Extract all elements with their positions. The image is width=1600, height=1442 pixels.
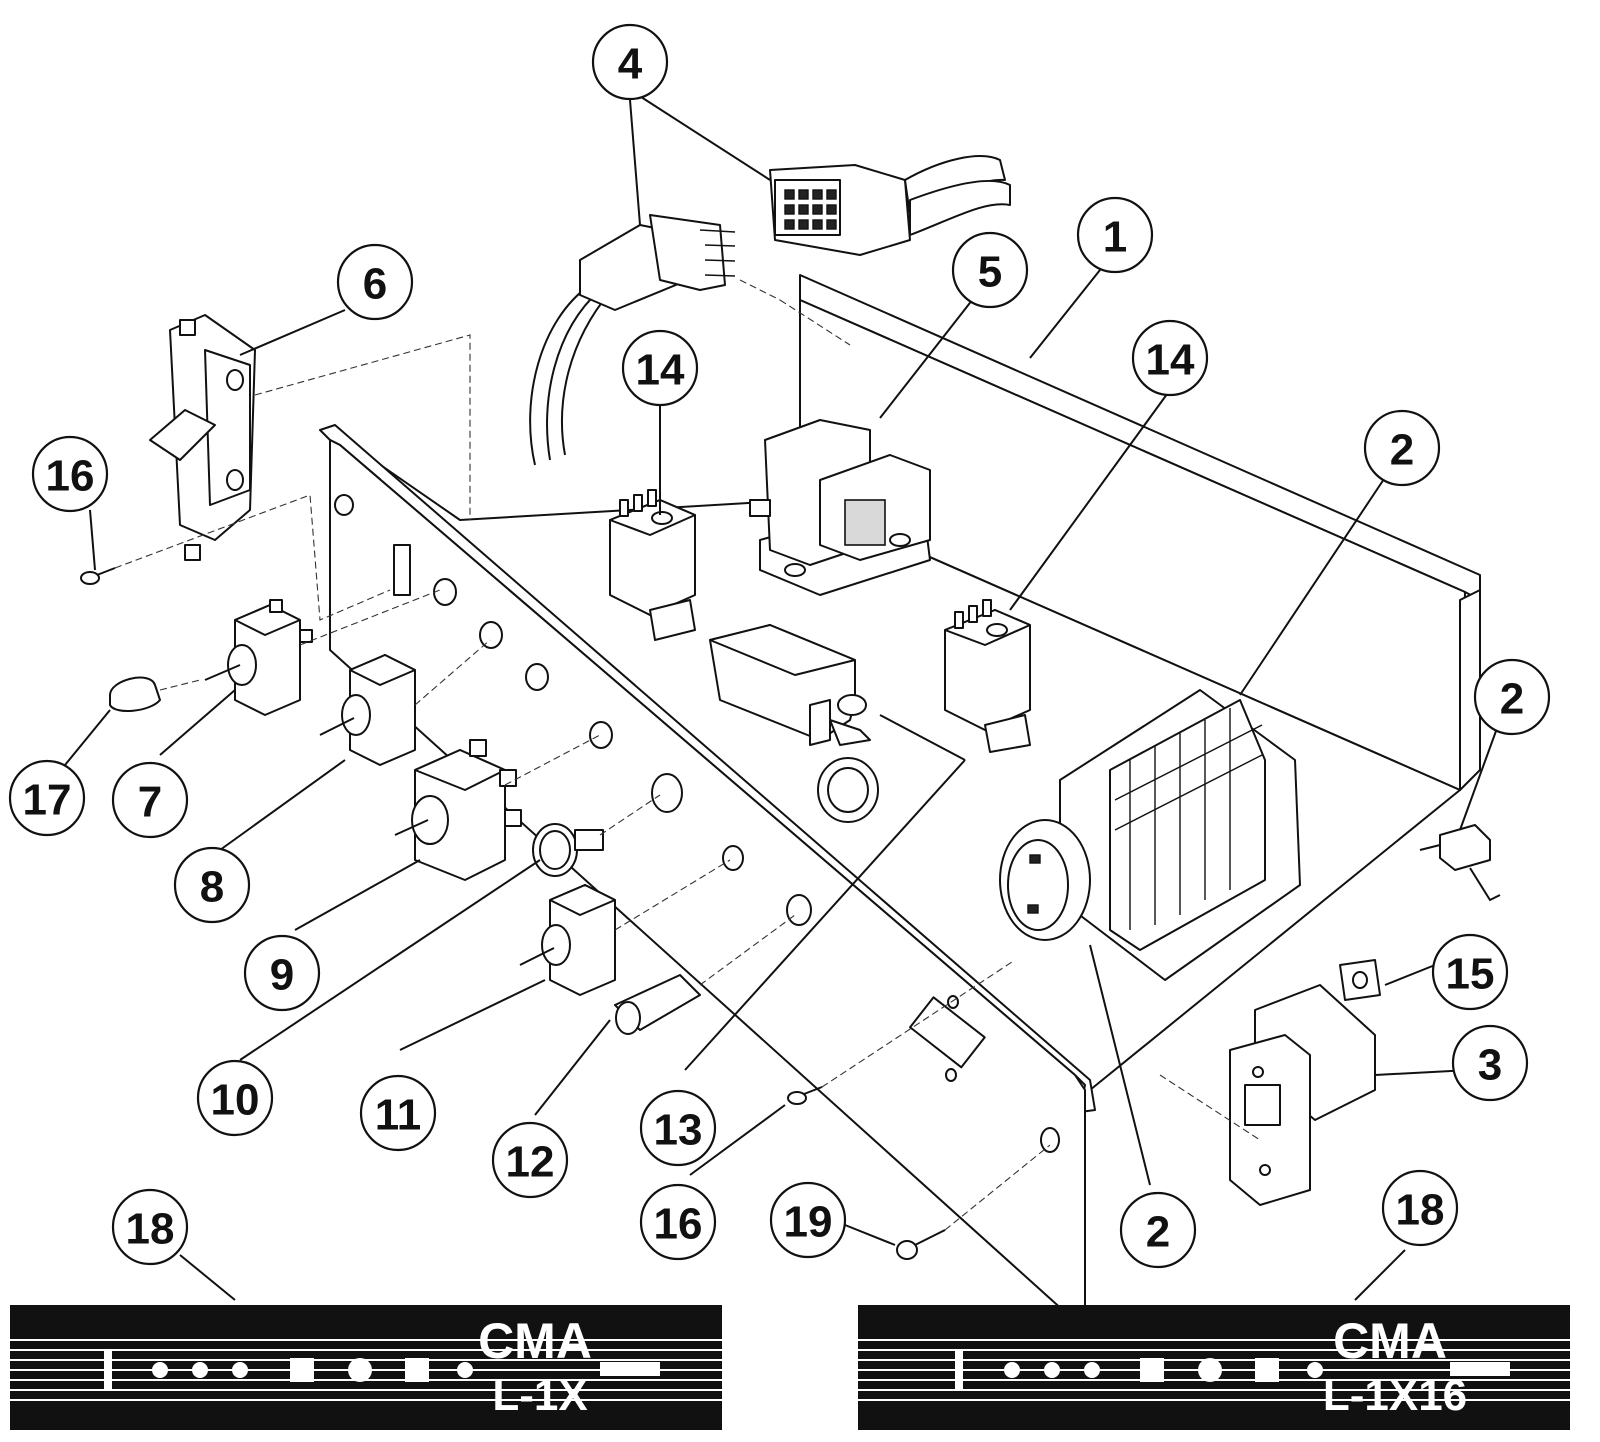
svg-text:19: 19 <box>784 1198 833 1247</box>
toggle-boot <box>109 676 161 712</box>
svg-text:1: 1 <box>1103 213 1127 262</box>
banner-left-line1: CMA <box>478 1313 592 1369</box>
svg-text:2: 2 <box>1390 426 1414 475</box>
svg-text:7: 7 <box>138 778 162 827</box>
toggle-switch-7 <box>204 599 313 716</box>
callout-2-bottom: 2 <box>1119 1191 1197 1269</box>
svg-text:15: 15 <box>1446 950 1495 999</box>
svg-text:4: 4 <box>618 40 643 89</box>
screw-19 <box>896 1229 946 1260</box>
toggle-switch-11 <box>519 884 616 996</box>
knockout-ring <box>817 757 879 823</box>
banner-right-line2: L-1X16 <box>1323 1371 1467 1420</box>
screw-16-upper <box>80 567 116 585</box>
svg-text:5: 5 <box>978 248 1002 297</box>
washer <box>1339 959 1381 1001</box>
toggle-switch-9 <box>394 739 522 881</box>
label-banner-left: CMA L-1X <box>10 1305 722 1430</box>
svg-text:2: 2 <box>1500 675 1524 724</box>
callout-19: 19 <box>769 1181 847 1259</box>
svg-text:18: 18 <box>126 1205 175 1254</box>
callout-5: 5 <box>951 231 1029 309</box>
svg-text:14: 14 <box>636 346 685 395</box>
hour-meter <box>1229 984 1376 1206</box>
svg-text:8: 8 <box>200 863 224 912</box>
svg-text:17: 17 <box>23 776 72 825</box>
callout-16-lower: 16 <box>639 1183 717 1261</box>
svg-text:3: 3 <box>1478 1041 1502 1090</box>
leader-lines <box>64 94 1501 1301</box>
callout-16-upper: 16 <box>31 435 109 513</box>
pilot-lamp <box>532 823 604 877</box>
relay-left <box>609 489 696 641</box>
callout-18-left: 18 <box>111 1188 189 1266</box>
callout-4: 4 <box>591 23 669 101</box>
callout-8: 8 <box>173 846 251 924</box>
svg-text:11: 11 <box>375 1091 422 1140</box>
callout-12: 12 <box>491 1121 569 1199</box>
callout-14-left: 14 <box>621 329 699 407</box>
svg-text:12: 12 <box>506 1138 555 1187</box>
wire-connector-assembly <box>529 155 1011 466</box>
screw-16-lower <box>787 1086 823 1105</box>
svg-text:16: 16 <box>654 1200 703 1249</box>
relay-right <box>944 599 1031 753</box>
transformer-block <box>709 624 871 746</box>
selector-switch <box>149 314 256 561</box>
svg-text:13: 13 <box>654 1106 703 1155</box>
callout-17: 17 <box>8 759 86 837</box>
svg-text:10: 10 <box>211 1076 260 1125</box>
banner-left-line2: L-1X <box>492 1371 587 1420</box>
contactor <box>749 419 931 596</box>
banner-right-line1: CMA <box>1333 1313 1447 1369</box>
callout-9: 9 <box>243 934 321 1012</box>
callout-15: 15 <box>1431 933 1509 1011</box>
callout-13: 13 <box>639 1089 717 1167</box>
fuse-holder <box>614 974 701 1035</box>
toggle-switch-8 <box>319 654 416 766</box>
callout-14-right: 14 <box>1131 319 1209 397</box>
callout-2-top: 2 <box>1363 409 1441 487</box>
callout-6: 6 <box>336 243 414 321</box>
svg-text:9: 9 <box>270 951 294 1000</box>
label-banner-right: CMA L-1X16 <box>858 1305 1570 1430</box>
callout-1: 1 <box>1076 196 1154 274</box>
svg-text:14: 14 <box>1146 336 1195 385</box>
svg-text:18: 18 <box>1396 1186 1445 1235</box>
svg-text:2: 2 <box>1146 1208 1170 1257</box>
microswitch <box>1419 824 1501 902</box>
callout-10: 10 <box>196 1059 274 1137</box>
callout-7: 7 <box>111 761 189 839</box>
callout-2-right: 2 <box>1473 658 1551 736</box>
callout-18-right: 18 <box>1381 1169 1459 1247</box>
assembly-guide-lines <box>114 334 1261 1231</box>
svg-text:6: 6 <box>363 260 387 309</box>
callout-11: 11 <box>359 1074 437 1152</box>
callout-3: 3 <box>1451 1024 1529 1102</box>
svg-text:16: 16 <box>46 452 95 501</box>
sequence-timer <box>999 689 1301 981</box>
